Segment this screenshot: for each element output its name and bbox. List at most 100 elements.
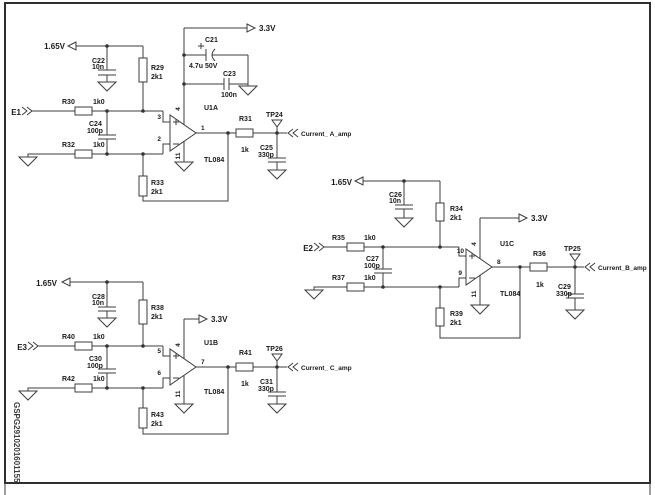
junction-dot — [438, 245, 442, 249]
val-R37: 1k0 — [364, 275, 376, 282]
resistor-R37 — [346, 282, 365, 292]
val-C26: 10n — [389, 198, 401, 205]
ground-symbol — [393, 217, 415, 228]
val-R40: 1k0 — [93, 334, 105, 341]
junction-dot — [402, 179, 406, 183]
ref-R29: R29 — [151, 65, 164, 72]
opamp-U1C-symbol — [465, 248, 493, 286]
amp-c-section: 1.65V 3.3V C26 10n R34 2k1 E2 R35 1k0 C2… — [303, 176, 647, 339]
vref-net-arrow — [60, 277, 71, 287]
ref-C29: C29 — [558, 284, 571, 291]
pin-number-inv: 9 — [458, 270, 462, 277]
resistor-R42 — [74, 383, 93, 393]
ref-R43: R43 — [151, 412, 164, 419]
ground-symbol — [173, 403, 195, 414]
input-port-label-E3: E3 — [17, 343, 27, 352]
val-R30: 1k0 — [93, 99, 105, 106]
ref-C21: C21 — [205, 37, 218, 44]
junction-dot — [105, 386, 109, 390]
ground-symbol — [96, 81, 118, 92]
resistor-R43 — [138, 407, 148, 429]
capacitor-C23 — [223, 78, 230, 90]
capacitor-C26 — [395, 204, 413, 210]
vcc-net-arrow — [198, 314, 209, 324]
part-number-U1C: TL084 — [500, 291, 520, 298]
input-port-label-E2: E2 — [303, 244, 313, 253]
designator-U1B: U1B — [204, 340, 218, 347]
junction-dot — [141, 386, 145, 390]
resistor-R36 — [529, 262, 548, 272]
val-C28: 10n — [92, 300, 104, 307]
val-R36: 1k — [536, 282, 544, 289]
pin-number-vcc: 4 — [175, 107, 182, 111]
ref-C28: C28 — [92, 294, 105, 301]
net-label-vref: 1.65V — [36, 279, 58, 288]
val-C21: 4.7u 50V — [189, 63, 218, 70]
capacitor-C31 — [268, 391, 286, 397]
ref-C30: C30 — [89, 356, 102, 363]
ground-symbol — [173, 161, 195, 172]
val-C23: 100n — [221, 92, 237, 99]
resistor-R34 — [435, 202, 445, 222]
ref-C24: C24 — [89, 121, 102, 128]
resistor-R29 — [138, 57, 148, 83]
resistor-R30 — [74, 106, 93, 116]
wires-amp-c — [313, 180, 584, 339]
ref-R36: R36 — [533, 251, 546, 258]
designator-U1A: U1A — [204, 105, 218, 112]
val-R29: 2k1 — [151, 74, 163, 81]
ref-R39: R39 — [450, 311, 463, 318]
signal-label-current-a: Current_ A_amp — [301, 131, 351, 138]
ground-symbol — [96, 317, 118, 328]
part-number-U1B: TL084 — [204, 389, 224, 396]
pin-number-gnd: 11 — [175, 390, 182, 397]
capacitor-C28 — [98, 306, 116, 312]
opamp-plus-input-mark — [469, 253, 475, 259]
capacitor-C30 — [98, 368, 116, 374]
val-R42: 1k0 — [93, 376, 105, 383]
opamp-plus-input-mark — [173, 353, 179, 359]
junction-dot — [105, 109, 109, 113]
pin-number-out: 1 — [201, 125, 205, 132]
val-C30: 100p — [87, 363, 103, 370]
pin-number-inv: 2 — [157, 136, 161, 143]
val-C31: 330p — [258, 386, 274, 393]
junction-dot — [105, 344, 109, 348]
resistor-R33 — [138, 175, 148, 197]
input-port-label-E1: E1 — [11, 108, 21, 117]
capacitor-C24 — [98, 134, 116, 140]
pin-number-gnd: 11 — [175, 152, 182, 159]
testpoint-label-TP26: TP26 — [266, 346, 283, 353]
junction-dot — [105, 152, 109, 156]
testpoint-label-TP25: TP25 — [564, 246, 581, 253]
opamp-plus-input-mark — [173, 119, 179, 125]
pin-number-noninv: 5 — [157, 348, 161, 355]
ref-R37: R37 — [332, 275, 345, 282]
val-R35: 1k0 — [364, 235, 376, 242]
ref-C23: C23 — [223, 71, 236, 78]
ref-R34: R34 — [450, 206, 463, 213]
val-R38: 2k1 — [151, 314, 163, 321]
junction-dot — [275, 365, 279, 369]
ref-R38: R38 — [151, 305, 164, 312]
net-label-vcc: 3.3V — [531, 214, 548, 223]
ground-symbol — [237, 85, 259, 96]
resistor-R40 — [74, 341, 93, 351]
val-C27: 100p — [364, 263, 380, 270]
testpoint-TP26-symbol — [271, 353, 283, 362]
resistor-R35 — [346, 242, 365, 252]
pin-number-noninv: 3 — [157, 114, 161, 121]
pin-number-gnd: 11 — [471, 290, 478, 297]
val-C29: 330p — [556, 291, 572, 298]
ground-symbol — [564, 309, 586, 320]
frame-edge-extensions — [4, 483, 651, 495]
resistor-R41 — [235, 362, 254, 372]
junction-dot — [182, 82, 186, 86]
vref-net-arrow — [353, 176, 364, 186]
amp-b-section: 1.65V 3.3V C28 10n R38 2k1 E3 R40 1k0 C3… — [17, 277, 352, 435]
testpoint-label-TP24: TP24 — [266, 112, 283, 119]
ref-C31: C31 — [260, 379, 273, 386]
ref-R31: R31 — [239, 116, 252, 123]
testpoint-TP25-symbol — [569, 253, 581, 262]
input-port-chevrons-E2 — [313, 242, 325, 252]
